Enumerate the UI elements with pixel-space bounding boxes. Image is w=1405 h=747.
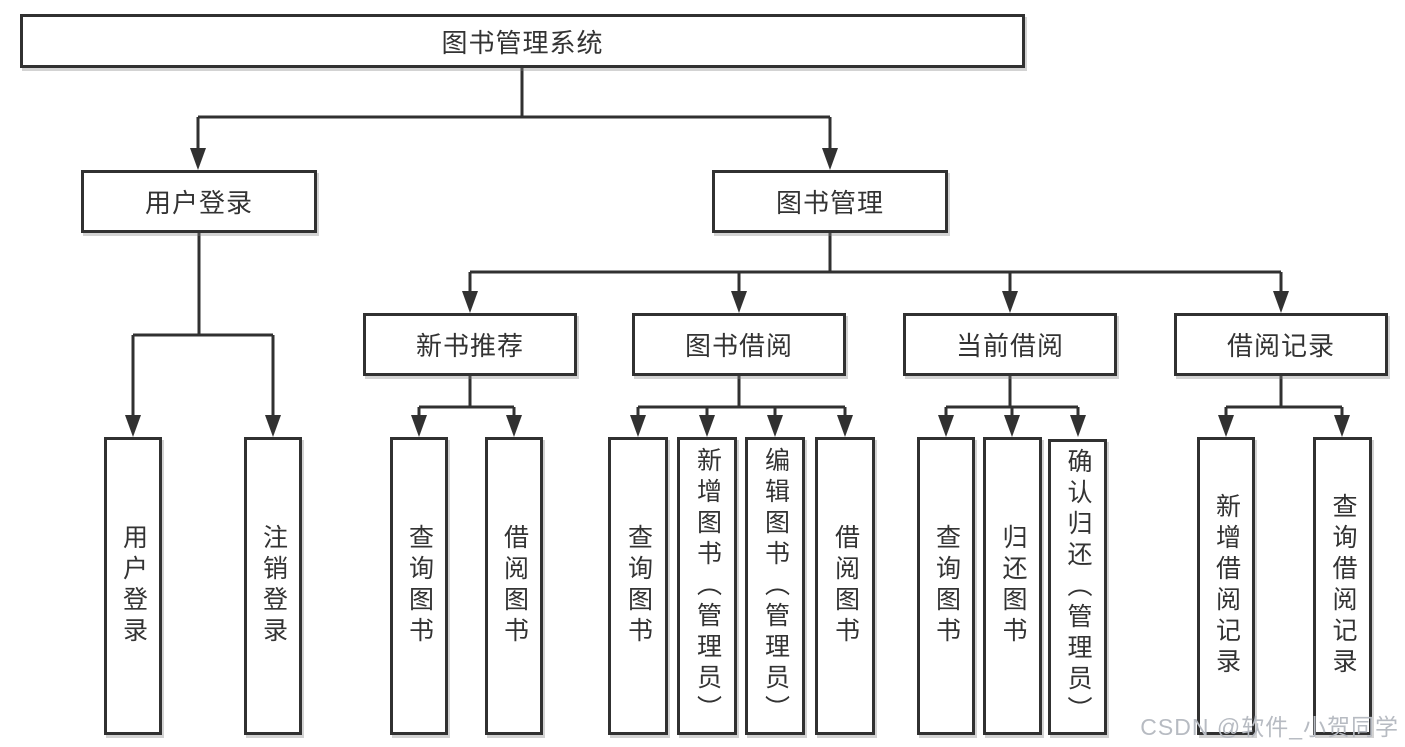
- leaf-query-borrow-record: 查询借阅记录: [1313, 437, 1372, 735]
- node-book-borrow: 图书借阅: [632, 313, 846, 376]
- leaf-user-login: 用户登录: [104, 437, 162, 735]
- node-borrow-records: 借阅记录: [1174, 313, 1388, 376]
- leaf-borrow-books-recommend-label: 借阅图书: [500, 524, 529, 648]
- node-user-login: 用户登录: [81, 170, 317, 233]
- node-root-system: 图书管理系统: [20, 14, 1025, 68]
- leaf-query-borrow-record-label: 查询借阅记录: [1329, 493, 1357, 679]
- leaf-confirm-return-admin: 确认归还（管理员）: [1048, 439, 1107, 735]
- leaf-borrow-books-label: 借阅图书: [831, 524, 860, 648]
- node-book-management-label: 图书管理: [775, 188, 884, 218]
- leaf-add-borrow-record: 新增借阅记录: [1197, 437, 1255, 735]
- leaf-user-login-label: 用户登录: [119, 524, 148, 648]
- node-current-borrow-label: 当前借阅: [955, 331, 1064, 361]
- leaf-query-books-borrow: 查询图书: [608, 437, 668, 735]
- node-book-management: 图书管理: [712, 170, 948, 233]
- node-borrow-records-label: 借阅记录: [1226, 331, 1335, 361]
- csdn-watermark: CSDN @软件_小贺同学: [1140, 714, 1399, 740]
- node-root-label: 图书管理系统: [441, 27, 604, 58]
- node-book-borrow-label: 图书借阅: [684, 331, 793, 361]
- leaf-borrow-books-recommend: 借阅图书: [485, 437, 543, 735]
- node-current-borrow: 当前借阅: [903, 313, 1117, 376]
- leaf-add-borrow-record-label: 新增借阅记录: [1212, 493, 1241, 679]
- leaf-query-books-recommend-label: 查询图书: [405, 524, 434, 648]
- leaf-return-book-label: 归还图书: [999, 524, 1027, 648]
- leaf-borrow-books: 借阅图书: [815, 437, 875, 735]
- leaf-logout-label: 注销登录: [259, 524, 288, 648]
- leaf-confirm-return-admin-label: 确认归还（管理员）: [1064, 447, 1092, 727]
- leaf-logout: 注销登录: [244, 437, 302, 735]
- node-new-book-recommend-label: 新书推荐: [415, 331, 524, 361]
- leaf-query-books-current-label: 查询图书: [932, 524, 961, 648]
- leaf-edit-book-admin-label: 编辑图书（管理员）: [761, 446, 790, 726]
- leaf-query-books-borrow-label: 查询图书: [624, 524, 653, 648]
- node-user-login-label: 用户登录: [144, 188, 253, 218]
- leaf-edit-book-admin: 编辑图书（管理员）: [745, 437, 805, 735]
- node-new-book-recommend: 新书推荐: [363, 313, 577, 376]
- leaf-add-book-admin: 新增图书（管理员）: [677, 437, 737, 735]
- leaf-add-book-admin-label: 新增图书（管理员）: [693, 446, 722, 726]
- leaf-query-books-recommend: 查询图书: [390, 437, 448, 735]
- leaf-return-book: 归还图书: [983, 437, 1042, 735]
- leaf-query-books-current: 查询图书: [917, 437, 975, 735]
